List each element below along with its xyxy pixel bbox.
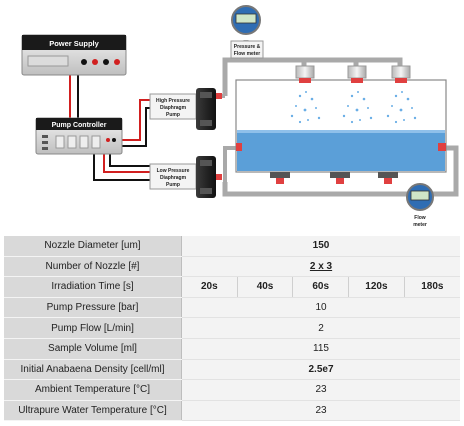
time-value: 180s: [404, 276, 460, 298]
low-pressure-pump: Low Pressure Diaphragm Pump: [149, 156, 222, 198]
pressure-flow-meter-label-1: Pressure &: [234, 44, 261, 50]
param-value: 23: [181, 400, 460, 422]
table-row: Irradiation Time [s] 20s 40s 60s 120s 18…: [4, 276, 460, 298]
param-name: Sample Volume [ml]: [4, 338, 182, 360]
pressure-flow-meter: Pressure & Flow meter: [230, 5, 264, 59]
high-pressure-pump-label-3: Pump: [166, 112, 180, 118]
low-pressure-pump-label-2: Diaphragm: [160, 175, 187, 181]
bottom-outlets: [270, 172, 398, 184]
spray-nozzle-3: [386, 65, 417, 124]
spray-nozzle-2: [342, 65, 373, 124]
table-row: Initial Anabaena Density [cell/ml] 2.5e7: [4, 359, 460, 381]
pump-controller-label: Pump Controller: [52, 122, 107, 129]
parameter-table: Nozzle Diameter [um] 150 Number of Nozzl…: [4, 236, 460, 422]
table-row: Nozzle Diameter [um] 150: [4, 236, 460, 257]
param-value: 150: [181, 236, 460, 257]
high-pressure-pump-label-1: High Pressure: [156, 98, 190, 104]
table-row: Pump Flow [L/min] 2: [4, 317, 460, 339]
water-tank: [235, 79, 447, 173]
time-value: 60s: [292, 276, 350, 298]
param-value: 2 x 3: [181, 256, 460, 278]
low-pressure-pump-label-1: Low Pressure: [157, 168, 190, 174]
power-supply-label: Power Supply: [49, 39, 99, 48]
param-value: 23: [181, 379, 460, 401]
time-value: 40s: [237, 276, 294, 298]
param-name: Pump Pressure [bar]: [4, 297, 182, 319]
flow-meter: Flow meter: [406, 183, 434, 228]
time-value: 120s: [348, 276, 405, 298]
high-pressure-pump-label-2: Diaphragm: [160, 105, 187, 111]
flow-meter-label-2: meter: [413, 222, 427, 228]
power-supply: Power Supply: [21, 34, 127, 76]
table-row: Ultrapure Water Temperature [°C] 23: [4, 400, 460, 422]
low-pressure-pump-label-3: Pump: [166, 182, 180, 188]
param-name: Nozzle Diameter [um]: [4, 236, 182, 257]
param-name: Irradiation Time [s]: [4, 276, 182, 298]
param-name: Number of Nozzle [#]: [4, 256, 182, 278]
setup-diagram: Power Supply Pump Controller High Pressu…: [21, 5, 459, 228]
spray-nozzle-1: [290, 65, 321, 124]
flow-meter-label-1: Flow: [414, 215, 425, 221]
high-pressure-pump: High Pressure Diaphragm Pump: [149, 88, 222, 130]
table-row: Ambient Temperature [°C] 23: [4, 379, 460, 401]
pump-controller: Pump Controller: [35, 117, 123, 155]
table-row: Number of Nozzle [#] 2 x 3: [4, 256, 460, 278]
param-value: 115: [181, 338, 460, 360]
pressure-flow-meter-label-2: Flow meter: [234, 51, 260, 57]
param-name: Ultrapure Water Temperature [°C]: [4, 400, 182, 422]
param-name: Pump Flow [L/min]: [4, 317, 182, 339]
param-value: 2: [181, 317, 460, 339]
param-value: 10: [181, 297, 460, 319]
table-row: Pump Pressure [bar] 10: [4, 297, 460, 319]
time-value: 20s: [181, 276, 238, 298]
param-name: Ambient Temperature [°C]: [4, 379, 182, 401]
param-value: 2.5e7: [181, 359, 460, 381]
param-name: Initial Anabaena Density [cell/ml]: [4, 359, 182, 381]
table-row: Sample Volume [ml] 115: [4, 338, 460, 360]
